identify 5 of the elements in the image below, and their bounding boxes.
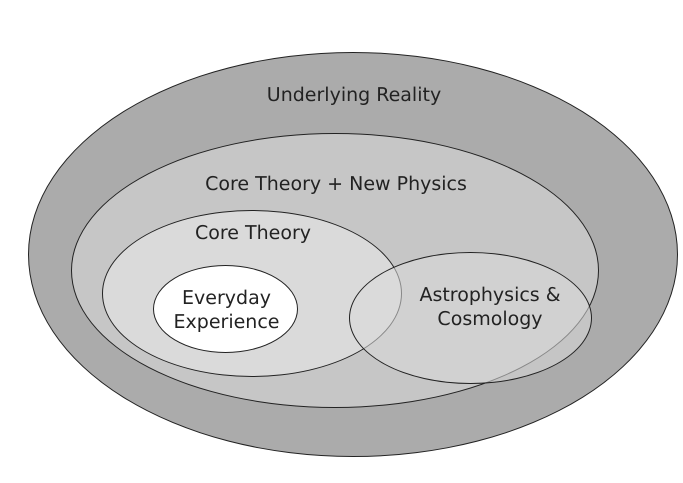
ellipse-label: Everyday Experience (172, 286, 280, 334)
ellipse-label: Astrophysics & Cosmology (418, 283, 562, 331)
ellipse-label: Underlying Reality (266, 83, 442, 107)
ellipse-label: Core Theory + New Physics (204, 172, 468, 196)
ellipse-label: Core Theory (194, 221, 312, 245)
